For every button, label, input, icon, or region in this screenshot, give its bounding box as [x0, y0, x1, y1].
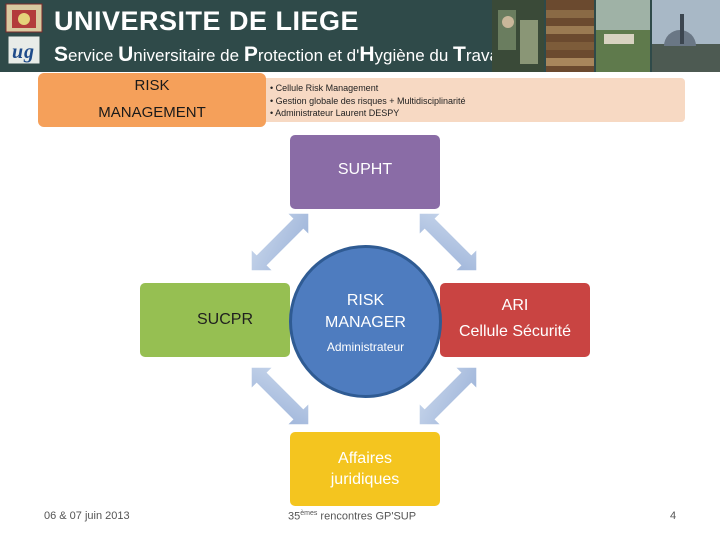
node-affaires-line2: juridiques [290, 471, 440, 489]
node-affaires-line1: Affaires [290, 450, 440, 468]
node-ari: ARI Cellule Sécurité [440, 283, 590, 357]
page-number: 4 [670, 510, 676, 522]
arrow-top-left [242, 204, 318, 280]
node-risk-manager: RISK MANAGER Administrateur [289, 245, 442, 398]
footer-date: 06 & 07 juin 2013 [44, 510, 130, 522]
node-risk-manager-line3: Administrateur [292, 340, 439, 354]
node-supht-label: SUPHT [290, 161, 440, 179]
node-ari-line2: Cellule Sécurité [440, 323, 590, 341]
node-sucpr: SUCPR [140, 283, 290, 357]
node-supht: SUPHT [290, 135, 440, 209]
node-sucpr-label: SUCPR [170, 311, 280, 329]
footer-event: 35èmes rencontres GP'SUP [288, 510, 416, 523]
node-ari-line1: ARI [440, 297, 590, 315]
node-risk-manager-line1: RISK [292, 292, 439, 310]
footer-event-number: 35 [288, 511, 300, 523]
footer-event-text: rencontres GP'SUP [317, 511, 416, 523]
footer-event-superscript: èmes [300, 510, 317, 517]
node-affaires-juridiques: Affaires juridiques [290, 432, 440, 506]
node-risk-manager-line2: MANAGER [292, 314, 439, 332]
